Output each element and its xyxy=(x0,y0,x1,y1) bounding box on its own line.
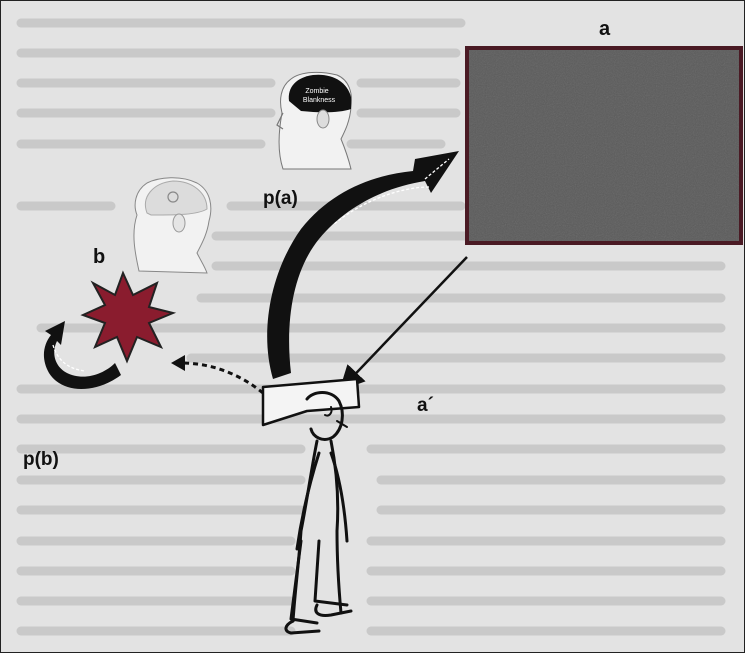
label-p-b: p(b) xyxy=(23,449,59,470)
zombie-text-line2: Blankness xyxy=(303,97,336,104)
stimulus-to-person-arrow xyxy=(341,257,467,389)
label-p-a: p(a) xyxy=(263,188,298,209)
label-a-prime: a´ xyxy=(417,395,434,416)
zombie-head-icon: Zombie Blankness xyxy=(277,72,351,169)
zombie-text-line1: Zombie xyxy=(305,88,328,95)
label-b: b xyxy=(93,246,105,268)
starburst-icon xyxy=(83,273,173,361)
label-a: a xyxy=(599,18,611,40)
conscious-head-icon xyxy=(134,178,211,273)
dotted-arrow-head xyxy=(171,355,185,371)
stimulus-box-texture xyxy=(469,50,739,241)
